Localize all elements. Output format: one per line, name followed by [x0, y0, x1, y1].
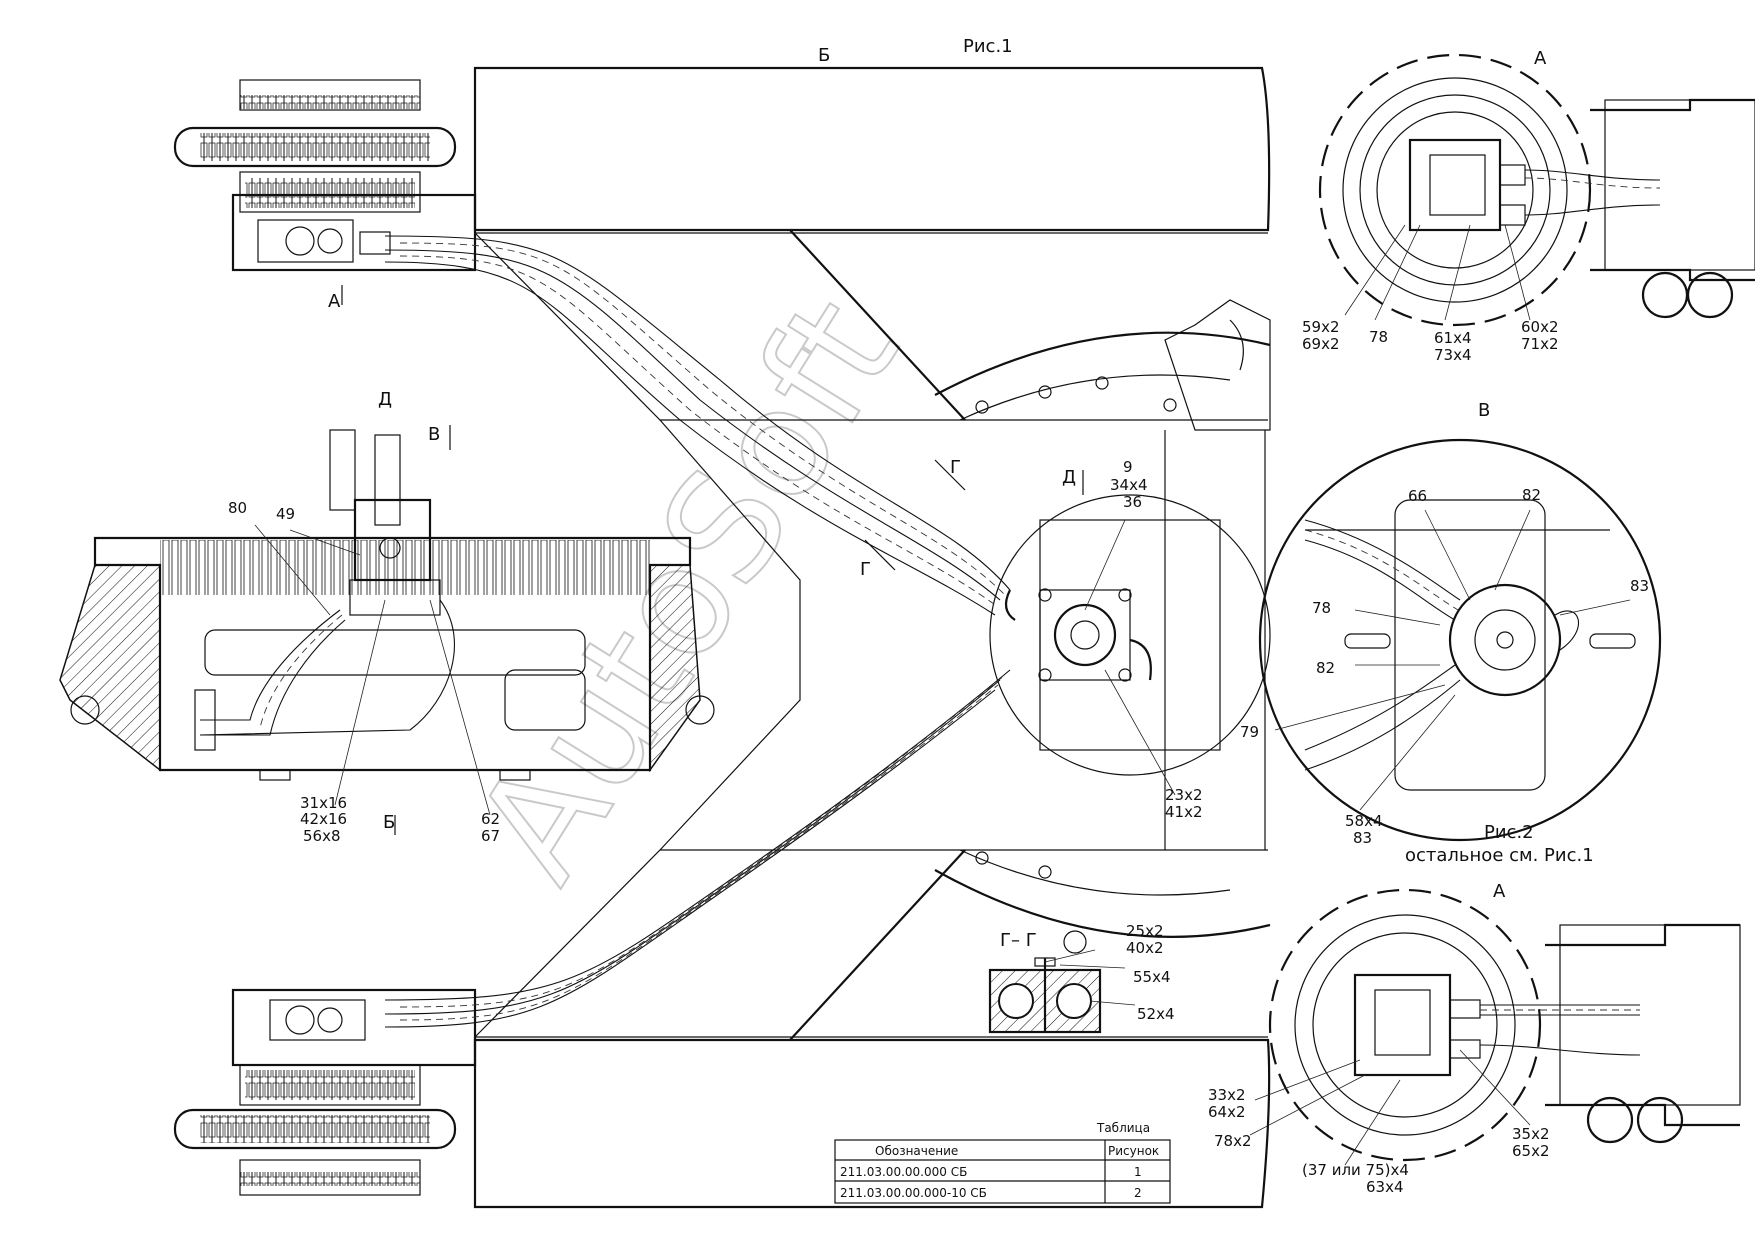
callout-35: 35х2: [1512, 1125, 1550, 1143]
callout-82b: 82: [1316, 659, 1335, 677]
arrow-b-label: Б: [383, 812, 395, 833]
callout-63: 63х4: [1366, 1178, 1404, 1196]
arrow-v-label: В: [428, 424, 440, 445]
view-a-top: [1318, 53, 1755, 327]
callout-83b: 83: [1353, 829, 1372, 847]
view-labels: Б А А В Д В Д Г Г А Б Г– Г: [328, 45, 1547, 951]
callout-56: 56х8: [303, 827, 341, 845]
table-cell-r1-figure: 1: [1134, 1165, 1142, 1179]
callout-42: 42х16: [300, 810, 347, 828]
view-a-label-top: А: [1534, 48, 1547, 69]
fig1-title: Рис.1: [963, 36, 1013, 57]
callout-65: 65х2: [1512, 1142, 1550, 1160]
callout-33: 33х2: [1208, 1086, 1246, 1104]
callout-34: 34х4: [1110, 476, 1148, 494]
fig2-note: остальное см. Рис.1: [1405, 845, 1594, 866]
callout-69: 69х2: [1302, 335, 1340, 353]
callout-71: 71х2: [1521, 335, 1559, 353]
callout-25: 25х2: [1126, 922, 1164, 940]
view-d-label: Д: [378, 389, 392, 410]
table-cell-r2-designation: 211.03.00.00.000-10 СБ: [840, 1186, 987, 1200]
callout-58: 58х4: [1345, 812, 1383, 830]
ring-bolts: [975, 376, 1177, 879]
callout-66: 66: [1408, 487, 1427, 505]
leader-lines: [254, 224, 1631, 1166]
callout-80: 80: [228, 499, 247, 517]
section-g-label: Г– Г: [1000, 930, 1037, 951]
view-a-label-bottom: А: [1493, 881, 1506, 902]
callout-78x2: 78х2: [1214, 1132, 1252, 1150]
callout-78b: 78: [1312, 599, 1331, 617]
table-cell-r1-designation: 211.03.00.00.000 СБ: [840, 1165, 967, 1179]
table-header-figure: Рисунок: [1108, 1144, 1159, 1158]
section-g-g: [988, 930, 1102, 1034]
hose-bundle-lower: [384, 669, 1011, 1028]
main-frame: [473, 66, 1271, 1209]
callout-61: 61х4: [1434, 329, 1472, 347]
figure-titles: Рис.1 Рис.2 остальное см. Рис.1: [963, 36, 1594, 866]
view-a-bottom: [1268, 888, 1741, 1162]
callout-41: 41х2: [1165, 803, 1203, 821]
arrow-g2-label: Г: [860, 559, 871, 580]
callout-79: 79: [1240, 723, 1259, 741]
callout-40: 40х2: [1126, 939, 1164, 957]
fig2-title: Рис.2: [1484, 822, 1534, 843]
callout-52: 52х4: [1137, 1005, 1175, 1023]
callout-55: 55х4: [1133, 968, 1171, 986]
table-title: Таблица: [1096, 1121, 1150, 1135]
callout-49: 49: [276, 505, 295, 523]
callout-82a: 82: [1522, 486, 1541, 504]
designation-table: Таблица Обозначение Рисунок 211.03.00.00…: [834, 1121, 1171, 1204]
view-v-label: В: [1478, 400, 1490, 421]
callout-37: (37 или 75)х4: [1302, 1161, 1409, 1179]
arrow-a-label: А: [328, 291, 341, 312]
hose-bundle-upper: [384, 235, 1011, 616]
callout-labels: 59х2 69х2 78 61х4 73х4 60х2 71х2 9 34х4 …: [228, 318, 1649, 1196]
arrow-g1-label: Г: [950, 457, 961, 478]
callout-59: 59х2: [1302, 318, 1340, 336]
callout-23: 23х2: [1165, 786, 1203, 804]
table-header-designation: Обозначение: [875, 1144, 958, 1158]
callout-36: 36: [1123, 493, 1142, 511]
callout-78a: 78: [1369, 328, 1388, 346]
bottom-track-drive: [173, 988, 477, 1196]
view-d: [59, 429, 715, 781]
table-cell-r2-figure: 2: [1134, 1186, 1142, 1200]
callout-83a: 83: [1630, 577, 1649, 595]
callout-60: 60х2: [1521, 318, 1559, 336]
swivel-joint: [1004, 588, 1152, 682]
callout-64: 64х2: [1208, 1103, 1246, 1121]
callout-31: 31х16: [300, 794, 347, 812]
arrow-d-label: Д: [1062, 467, 1076, 488]
callout-73: 73х4: [1434, 346, 1472, 364]
callout-62: 62: [481, 810, 500, 828]
top-track-drive: [173, 79, 477, 272]
callout-67: 67: [481, 827, 500, 845]
view-v: [1258, 438, 1662, 842]
callout-9: 9: [1123, 458, 1133, 476]
view-b-label: Б: [818, 45, 830, 66]
